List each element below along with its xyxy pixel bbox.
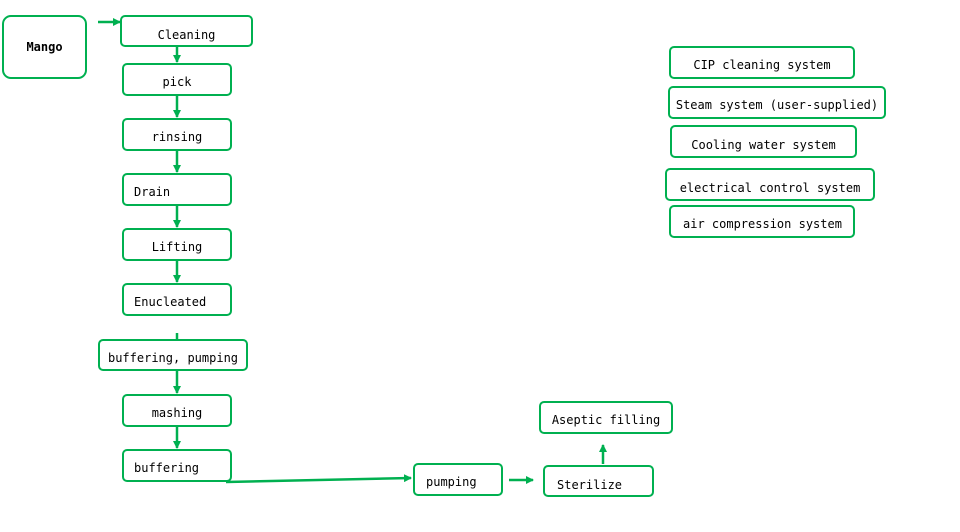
arrow-buffering-to-pumping <box>225 474 412 484</box>
node-rinsing-label: rinsing <box>151 130 203 144</box>
node-enucleated-label: Enucleated <box>134 295 207 309</box>
node-sterilize: Sterilize <box>543 465 654 497</box>
node-mashing-label: mashing <box>151 406 203 420</box>
node-aseptic-filling: Aseptic filling <box>539 401 673 434</box>
system-cip-cleaning-label: CIP cleaning system <box>693 58 831 72</box>
system-air-compression: air compression system <box>669 205 855 238</box>
system-air-compression-label: air compression system <box>683 217 842 231</box>
system-electrical-control-label: electrical control system <box>679 181 861 195</box>
system-steam-label: Steam system (user-supplied) <box>675 98 879 112</box>
node-pumping-label: pumping <box>426 475 477 489</box>
node-mashing: mashing <box>122 394 232 427</box>
node-buffering: buffering <box>122 449 232 482</box>
node-buffering-pumping-label: buffering, pumping <box>107 351 239 365</box>
node-rinsing: rinsing <box>122 118 232 151</box>
node-cleaning-label: Cleaning <box>157 28 216 42</box>
node-pick: pick <box>122 63 232 96</box>
node-buffering-pumping: buffering, pumping <box>98 339 248 371</box>
system-electrical-control: electrical control system <box>665 168 875 201</box>
system-steam: Steam system (user-supplied) <box>668 86 886 119</box>
node-lifting: Lifting <box>122 228 232 261</box>
node-drain: Drain <box>122 173 232 206</box>
node-pumping: pumping <box>413 463 503 496</box>
node-mango: Mango <box>2 15 87 79</box>
node-pick-label: pick <box>162 75 192 89</box>
system-cip-cleaning: CIP cleaning system <box>669 46 855 79</box>
system-cooling-water: Cooling water system <box>670 125 857 158</box>
node-aseptic-filling-label: Aseptic filling <box>551 413 661 427</box>
node-sterilize-label: Sterilize <box>557 478 623 492</box>
node-mango-label: Mango <box>26 40 63 54</box>
node-buffering-label: buffering <box>134 461 200 475</box>
node-lifting-label: Lifting <box>151 240 203 254</box>
system-cooling-water-label: Cooling water system <box>691 138 836 152</box>
node-cleaning: Cleaning <box>120 15 253 47</box>
node-enucleated: Enucleated <box>122 283 232 316</box>
node-drain-label: Drain <box>134 185 171 199</box>
